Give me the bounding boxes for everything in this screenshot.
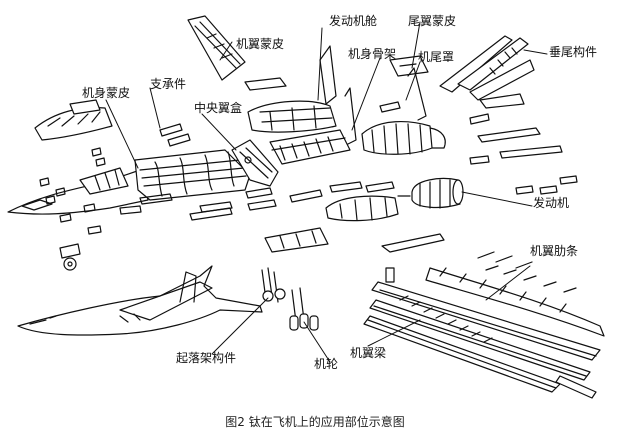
nacelle-part [362,68,445,154]
label-vertical-tail: 垂尾构件 [549,45,598,59]
label-wheel: 机轮 [314,357,339,371]
label-engine-cabin: 发动机舱 [329,14,378,28]
label-fuselage-skin: 机身蒙皮 [82,86,131,100]
mid-fuselage-pieces [265,196,444,252]
label-wing-beam: 机翼梁 [350,346,387,360]
fuselage-frame-part [270,88,356,164]
engine-part [398,179,463,209]
nose-section [8,168,148,214]
fuselage-skin-part [35,100,112,140]
label-center-wing-box: 中央翼盒 [194,101,243,115]
landing-gear-parts [262,268,304,322]
leader-lines [106,22,547,362]
label-bearing: 支承件 [150,77,187,91]
label-engine: 发动机 [533,196,570,210]
label-nacelle: 机尾罩 [418,50,455,64]
figure-caption: 图2 钛在飞机上的应用部位示意图 [225,415,405,429]
wing-skin-part [188,16,286,90]
wheels-part [290,268,394,330]
label-wing-skin: 机翼蒙皮 [236,37,285,51]
label-fuselage-frame: 机身骨架 [348,47,397,61]
label-landing-gear: 起落架构件 [176,351,237,365]
vertical-tail-part [440,36,534,108]
engine-cabin-part [248,46,336,132]
small-fragments [40,102,577,234]
label-tail-skin: 尾翼蒙皮 [408,14,457,28]
wing-beams-and-ribs [364,252,604,398]
tail-skin-part [390,56,428,76]
fuselage-barrel [135,150,250,200]
aircraft-silhouette [18,266,262,335]
nose-gear-part [60,244,80,270]
label-wing-rib: 机翼肋条 [530,244,579,258]
center-wing-box [232,140,278,186]
